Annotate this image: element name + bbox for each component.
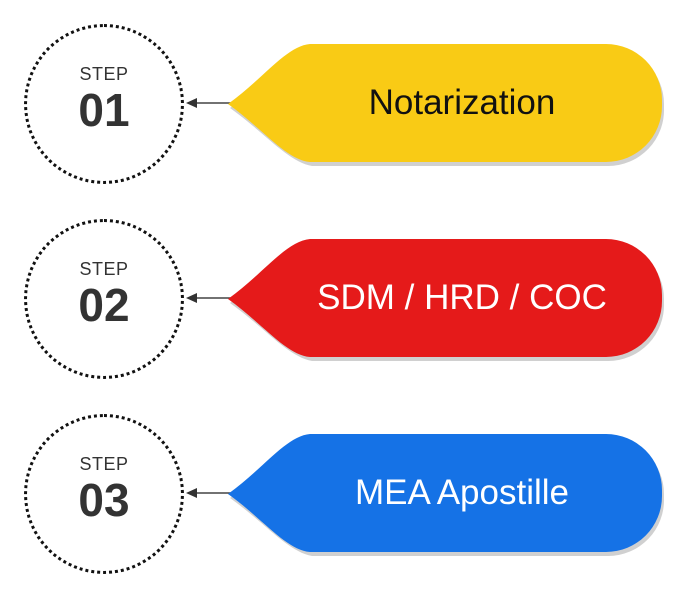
step-1: STEP 01 Notarization	[0, 24, 688, 194]
step-2-word: STEP	[79, 259, 129, 279]
step-3-tag-shape	[228, 434, 665, 556]
step-2-number: 02	[78, 279, 130, 331]
step-3-tag: MEA Apostille	[228, 434, 666, 556]
step-3-number: 03	[78, 474, 130, 526]
step-2-circle: STEP 02	[24, 219, 184, 379]
step-3-circle: STEP 03	[24, 414, 184, 574]
step-2-label: SDM / HRD / COC	[317, 278, 607, 317]
step-2-tag-shape	[228, 239, 665, 361]
step-3-arrow-icon	[186, 488, 232, 498]
step-1-circle: STEP 01	[24, 24, 184, 184]
step-2: STEP 02 SDM / HRD / COC	[0, 219, 688, 389]
step-1-tag: Notarization	[228, 44, 666, 166]
step-2-tag: SDM / HRD / COC	[228, 239, 666, 361]
step-3-label: MEA Apostille	[355, 473, 569, 512]
step-1-tag-shape	[228, 44, 665, 166]
step-3-word: STEP	[79, 454, 129, 474]
step-1-number: 01	[78, 84, 130, 136]
step-3: STEP 03 MEA Apostille	[0, 414, 688, 584]
step-2-arrow-icon	[186, 293, 232, 303]
step-1-word: STEP	[79, 64, 129, 84]
step-1-label: Notarization	[368, 83, 556, 122]
step-1-arrow-icon	[186, 98, 232, 108]
